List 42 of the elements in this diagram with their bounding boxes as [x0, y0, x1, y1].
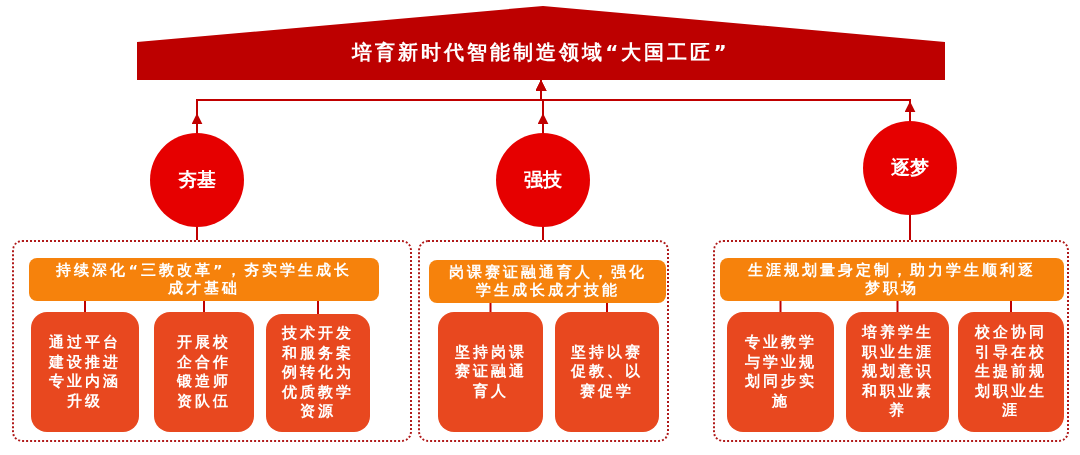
measure-text: 坚持以赛促教、以赛促学	[569, 342, 644, 402]
connector-line	[317, 300, 319, 315]
heading-bar	[720, 258, 1064, 301]
measure-text: 校企协同引导在校生提前规划职业生涯	[973, 323, 1048, 421]
measure-text: 坚持岗课赛证融通育人	[453, 342, 528, 402]
measure-card	[846, 312, 949, 432]
dotted-group-frame	[12, 240, 412, 442]
banner-title: 培育新时代智能制造领域“大国工匠”	[350, 39, 731, 66]
connector-line	[909, 214, 911, 241]
measure-text: 技术开发和服务案例转化为优质教学资源	[280, 324, 355, 422]
measure-text: 培养学生职业生涯规划意识和职业素养	[860, 323, 935, 421]
heading-text: 持续深化“三教改革”，夯实学生成长成才基础	[55, 262, 353, 297]
pillar-label: 逐梦	[891, 155, 929, 180]
measure-text: 专业教学与学业规划同步实施	[743, 333, 818, 411]
connector-line	[203, 300, 205, 313]
connector-line	[779, 300, 782, 313]
connector-line	[84, 300, 86, 313]
heading-text: 生涯规划量身定制，助力学生顺利逐梦职场	[748, 262, 1036, 297]
connector-line	[489, 302, 492, 313]
measure-text: 通过平台建设推进专业内涵升级	[47, 333, 122, 411]
arrow	[535, 79, 916, 122]
pillar-label: 夯基	[178, 167, 216, 192]
measure-card	[266, 314, 370, 432]
roof-banner	[137, 6, 945, 80]
connector-line	[196, 226, 198, 241]
measure-card	[438, 312, 543, 432]
connector-line	[606, 302, 608, 313]
dotted-group-frame	[713, 240, 1069, 442]
measure-card	[555, 312, 659, 432]
connector-line	[1010, 300, 1012, 313]
heading-bar	[429, 260, 666, 303]
measure-card	[154, 312, 254, 432]
pillar-label: 强技	[524, 167, 562, 192]
connector-line	[542, 226, 544, 241]
measure-card	[31, 312, 139, 432]
measure-card	[958, 312, 1064, 432]
measure-text: 开展校企合作锻造师资队伍	[176, 333, 232, 411]
connector-line	[896, 300, 899, 313]
heading-bar	[29, 258, 379, 301]
measure-card	[727, 312, 834, 432]
heading-text: 岗课赛证融通育人，强化学生成长成才技能	[447, 264, 648, 299]
dotted-group-frame	[418, 240, 669, 442]
